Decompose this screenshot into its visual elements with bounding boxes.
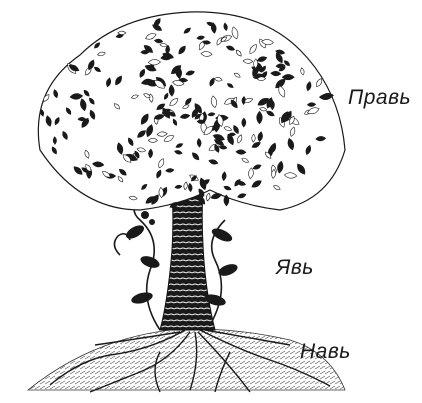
nav-label: Навь [300,340,351,364]
prav-label: Правь [348,86,411,110]
underground-roots [28,329,345,392]
tree-crown [38,12,345,210]
crown-leaf [206,193,211,202]
yav-label: Явь [276,256,314,280]
